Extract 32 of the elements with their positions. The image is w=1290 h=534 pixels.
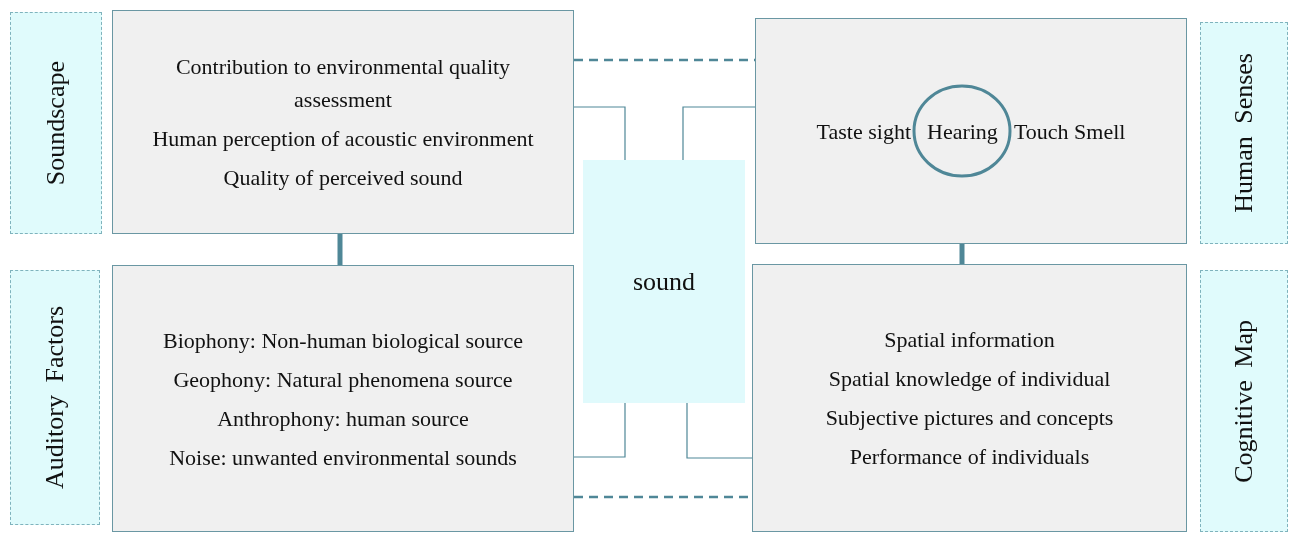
side-title: Auditory Factors bbox=[40, 306, 70, 489]
node-text: Taste sight bbox=[816, 117, 911, 146]
content-box bbox=[755, 18, 1187, 244]
connector-line bbox=[573, 106, 626, 161]
side-title: Human Senses bbox=[1229, 53, 1259, 213]
node-text: Biophony: Non-human biological source bbox=[163, 326, 523, 355]
node-text: Performance of individuals bbox=[849, 443, 1090, 471]
node-text: Geophony: Natural phenomena source bbox=[173, 365, 513, 394]
content-box bbox=[752, 264, 1187, 532]
node-text: Contribution to environmental quality assessment bbox=[174, 53, 512, 114]
connector-line bbox=[573, 402, 626, 458]
side-label-box bbox=[1200, 270, 1288, 532]
content-box bbox=[112, 10, 574, 234]
connector-line bbox=[686, 402, 753, 459]
node-text: Anthrophony: human source bbox=[217, 404, 469, 433]
node-text: Touch Smell bbox=[1013, 117, 1126, 146]
node-text: Quality of perceived sound bbox=[223, 164, 463, 192]
content-box bbox=[112, 265, 574, 532]
node-text: sound bbox=[632, 266, 696, 297]
center-box bbox=[583, 160, 745, 403]
node-text: Spatial knowledge of individual bbox=[828, 365, 1111, 393]
side-label-box bbox=[1200, 22, 1288, 244]
side-title: Soundscape bbox=[41, 60, 71, 186]
node-text: Human perception of acoustic environment bbox=[152, 125, 534, 153]
side-title: Cognitive Map bbox=[1229, 319, 1259, 483]
connector-line bbox=[682, 106, 756, 161]
side-label-box bbox=[10, 270, 100, 525]
side-label-box bbox=[10, 12, 102, 234]
node-text: Noise: unwanted environmental sounds bbox=[169, 443, 517, 472]
node-text: Hearing bbox=[927, 117, 998, 146]
node-text: Spatial information bbox=[884, 326, 1055, 354]
node-text: Subjective pictures and concepts bbox=[825, 404, 1114, 432]
